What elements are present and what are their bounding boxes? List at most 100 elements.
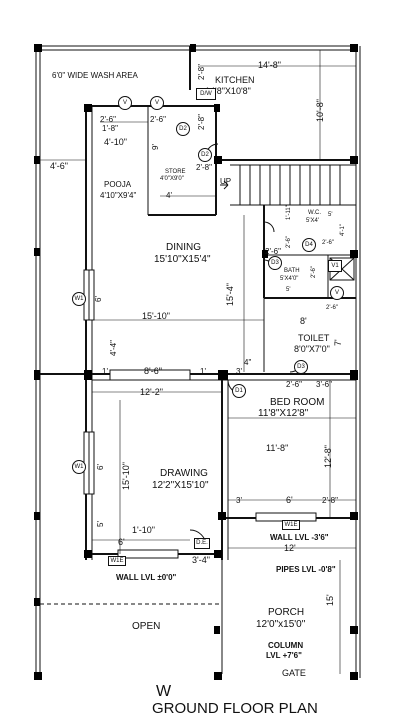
dining-size: 15'10"X15'4": [154, 254, 211, 265]
dining-name: DINING: [166, 242, 201, 253]
dim-drawing-5: 5': [96, 521, 105, 527]
column: [34, 672, 42, 680]
dim-4-4: 4'-4": [109, 340, 118, 356]
dim-store-door: 2'-8": [197, 114, 206, 130]
dim-bed-3-6: 3'-6": [316, 380, 332, 389]
dim-opening-8-6: 8'-6": [144, 366, 162, 376]
store-name: STORE: [165, 169, 186, 175]
tag-w1-b: W1: [72, 460, 86, 474]
toilet-name: TOILET: [298, 333, 330, 343]
dim-wc-5: 5': [328, 212, 333, 218]
dim-kitchen-height: 10'-8": [315, 99, 325, 122]
dim-stair-door: 2'-8": [196, 163, 212, 172]
tag-v-b: V: [150, 96, 164, 110]
dim-drawing-height: 15'-10": [121, 462, 131, 490]
tag-d1: D1: [232, 384, 246, 398]
stair-up-label: UP: [220, 177, 232, 186]
tag-d3-a: D3: [268, 256, 282, 270]
column: [350, 370, 358, 380]
column-level-note: COLUMN: [268, 641, 304, 650]
drawing-size: 12'2"X15'10": [152, 480, 209, 491]
dim-bath-5: 5': [286, 287, 291, 293]
column: [34, 156, 40, 164]
dim-pooja-4: 4': [166, 191, 172, 200]
tag-v-bath: V: [330, 286, 344, 300]
tag-w1e-a: W1E: [282, 520, 300, 530]
column: [84, 550, 92, 558]
dim-bedroom-height: 12'-8": [323, 445, 333, 468]
tag-v1: V1: [328, 260, 342, 272]
pipes-level-note: PIPES LVL -0'8": [276, 565, 336, 574]
window-w1e-drawing: [117, 549, 179, 559]
column: [214, 626, 220, 634]
dimension-lines: [40, 50, 356, 674]
tag-de: D.E.: [194, 538, 210, 549]
column: [34, 44, 42, 52]
dim-3-4: 3'-4": [192, 555, 210, 565]
dim-toilet-7: 7': [333, 339, 343, 346]
column-level-value: LVL +7'6": [266, 651, 302, 660]
porch-name: PORCH: [268, 607, 305, 618]
dim-porch-12: 12': [284, 543, 296, 553]
column: [84, 370, 92, 380]
column: [34, 370, 40, 380]
column: [218, 512, 226, 520]
dim-drawing-window: 6': [96, 464, 105, 470]
tag-d4: D4: [302, 238, 316, 252]
column: [350, 672, 358, 680]
dim-2-6-a: 2'-6": [100, 115, 116, 124]
dim-bot-6: 6': [286, 495, 293, 505]
dim-bot-3: 3': [236, 496, 242, 505]
dim-toilet-2-6: 2'-6": [326, 305, 338, 311]
column: [262, 250, 268, 258]
wall-level-zero-note: WALL LVL ±0'0": [116, 573, 177, 582]
tag-dw: D/W: [196, 88, 216, 100]
tag-w1-a: W1: [72, 292, 86, 306]
column: [350, 512, 358, 520]
dim-3-bed: 3': [236, 367, 242, 376]
kitchen-name: KITCHEN: [215, 75, 255, 85]
column: [350, 626, 358, 634]
wash-area-label: 6'0" WIDE WASH AREA: [52, 71, 138, 80]
column: [190, 44, 196, 52]
dim-wc-side-2-6: 2'-6": [286, 236, 292, 248]
open-name: OPEN: [132, 621, 161, 632]
column: [214, 104, 220, 112]
tag-w1e-b: W1E: [108, 556, 126, 566]
toilet-size: 8'0"X7'0": [294, 344, 330, 354]
dim-kitchen-door: 2'-8": [197, 64, 206, 80]
dim-toilet-8: 8': [300, 316, 307, 326]
column: [34, 512, 40, 520]
tag-d2-a: D2: [176, 122, 190, 136]
dim-wc-1-11: 1'-11": [286, 205, 292, 220]
dim-2-6-b: 2'-6": [150, 115, 166, 124]
dim-bedroom-width: 11'-8": [266, 443, 289, 453]
wc-size: 5'X4': [306, 218, 319, 224]
gate-name: GATE: [282, 668, 306, 678]
column: [350, 44, 358, 52]
shaft-cross-b: [329, 257, 355, 281]
dim-1-8: 1'-8": [102, 124, 118, 133]
plan-title: GROUND FLOOR PLAN: [152, 700, 318, 717]
column: [218, 370, 228, 380]
tag-d3-b: D3: [294, 360, 308, 374]
dim-bed-2-6: 2'-6": [286, 380, 302, 389]
north-letter: W: [156, 683, 172, 700]
bath-size: 5'X4'0": [280, 276, 299, 282]
wall-level-note: WALL LVL -3'6": [270, 533, 329, 542]
dim-wash-width: 4'-6": [50, 161, 68, 171]
store-size: 4'0"X9'0": [160, 176, 184, 182]
door-swing-wc: [263, 221, 275, 233]
dim-1-right: 1': [200, 367, 206, 376]
column: [214, 672, 222, 680]
dim-bot-2-8: 2'-8": [322, 496, 338, 505]
column: [84, 104, 92, 112]
dim-drawing-width: 12'-2": [140, 387, 163, 397]
column: [214, 156, 222, 164]
dim-bath-2-6-v: 2'-6": [311, 266, 317, 278]
column: [34, 248, 40, 256]
dim-wc-4-1: 4'-1": [340, 224, 346, 236]
column: [350, 250, 358, 258]
dim-bottom-6: 6': [118, 537, 125, 547]
